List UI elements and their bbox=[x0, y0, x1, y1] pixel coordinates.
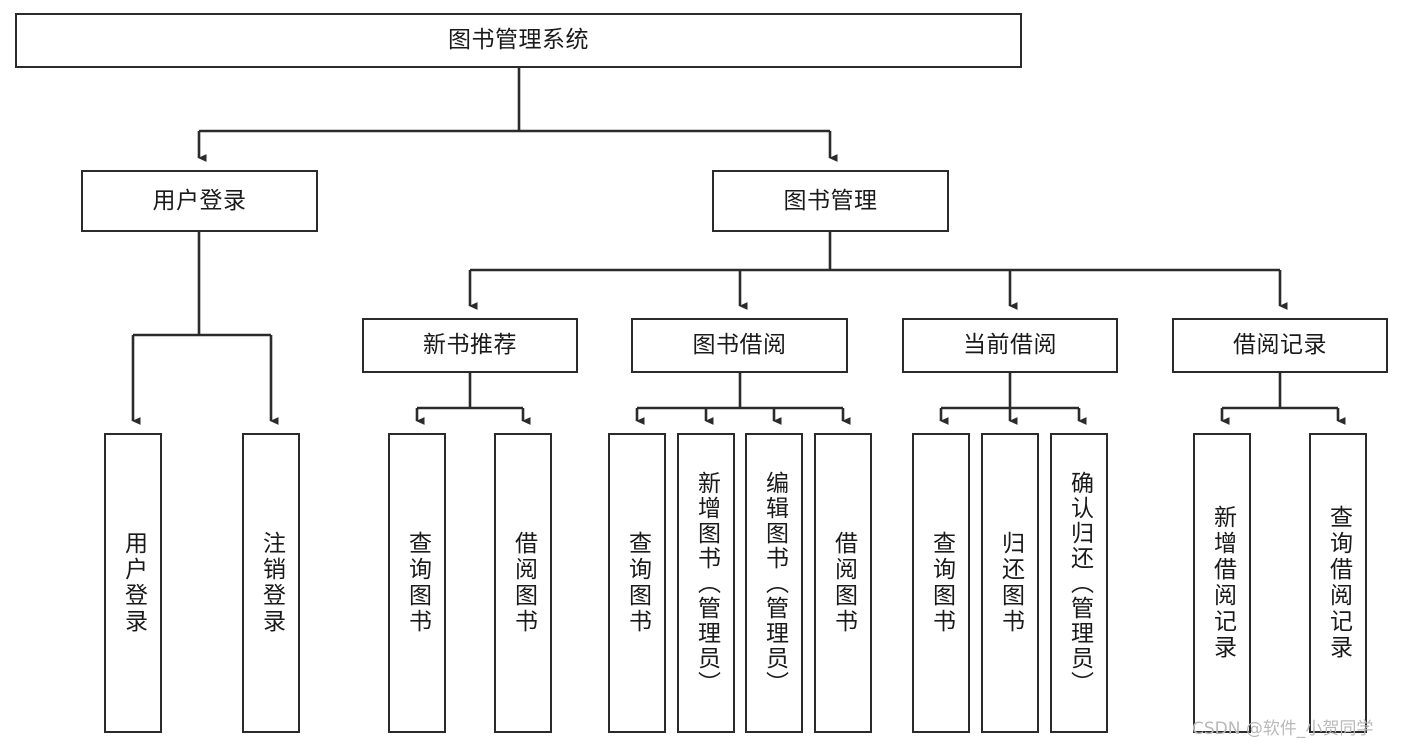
node-label: 图书管理系统 bbox=[448, 27, 589, 53]
node-label: 用户登录 bbox=[120, 531, 147, 635]
leaf-confirm-return-admin[interactable]: 确认归还（管理员） bbox=[1050, 433, 1108, 733]
node-label: 当前借阅 bbox=[963, 332, 1057, 358]
node-label: 新书推荐 bbox=[423, 332, 517, 358]
node-label: 确认归还（管理员） bbox=[1066, 470, 1093, 696]
leaf-add-borrow-record[interactable]: 新增借阅记录 bbox=[1193, 433, 1251, 733]
csdn-watermark: CSDN @软件_小贺同学 bbox=[1192, 719, 1374, 739]
node-new-book-recommend[interactable]: 新书推荐 bbox=[362, 318, 578, 373]
node-label: 新增借阅记录 bbox=[1209, 505, 1236, 661]
node-book-management[interactable]: 图书管理 bbox=[712, 170, 949, 232]
node-root-system[interactable]: 图书管理系统 bbox=[15, 13, 1022, 68]
node-label: 借阅图书 bbox=[830, 531, 857, 635]
leaf-borrow-book-recommend[interactable]: 借阅图书 bbox=[494, 433, 552, 733]
node-label: 借阅图书 bbox=[510, 531, 537, 635]
node-user-login[interactable]: 用户登录 bbox=[81, 170, 318, 232]
node-label: 用户登录 bbox=[152, 187, 247, 214]
node-label: 查询图书 bbox=[404, 531, 431, 635]
node-label: 归还图书 bbox=[997, 531, 1024, 635]
leaf-borrow-book[interactable]: 借阅图书 bbox=[814, 433, 872, 733]
node-label: 图书管理 bbox=[783, 187, 878, 214]
node-current-borrow[interactable]: 当前借阅 bbox=[902, 318, 1118, 373]
leaf-user-login[interactable]: 用户登录 bbox=[104, 433, 162, 733]
leaf-return-book[interactable]: 归还图书 bbox=[981, 433, 1039, 733]
node-label: 查询图书 bbox=[624, 531, 651, 635]
leaf-edit-book-admin[interactable]: 编辑图书（管理员） bbox=[745, 433, 803, 733]
node-label: 查询图书 bbox=[928, 531, 955, 635]
leaf-user-logout[interactable]: 注销登录 bbox=[242, 433, 300, 733]
node-label: 注销登录 bbox=[258, 531, 285, 635]
node-label: 编辑图书（管理员） bbox=[761, 470, 788, 696]
leaf-add-book-admin[interactable]: 新增图书（管理员） bbox=[677, 433, 735, 733]
node-label: 借阅记录 bbox=[1233, 332, 1327, 358]
leaf-query-book-borrow[interactable]: 查询图书 bbox=[608, 433, 666, 733]
node-label: 查询借阅记录 bbox=[1325, 505, 1352, 661]
leaf-query-book-recommend[interactable]: 查询图书 bbox=[388, 433, 446, 733]
node-borrow-record[interactable]: 借阅记录 bbox=[1172, 318, 1388, 373]
leaf-query-borrow-record[interactable]: 查询借阅记录 bbox=[1309, 433, 1367, 733]
node-book-borrow[interactable]: 图书借阅 bbox=[631, 318, 848, 373]
node-label: 图书借阅 bbox=[692, 332, 787, 358]
node-label: 新增图书（管理员） bbox=[693, 470, 720, 696]
leaf-query-book-current[interactable]: 查询图书 bbox=[912, 433, 970, 733]
